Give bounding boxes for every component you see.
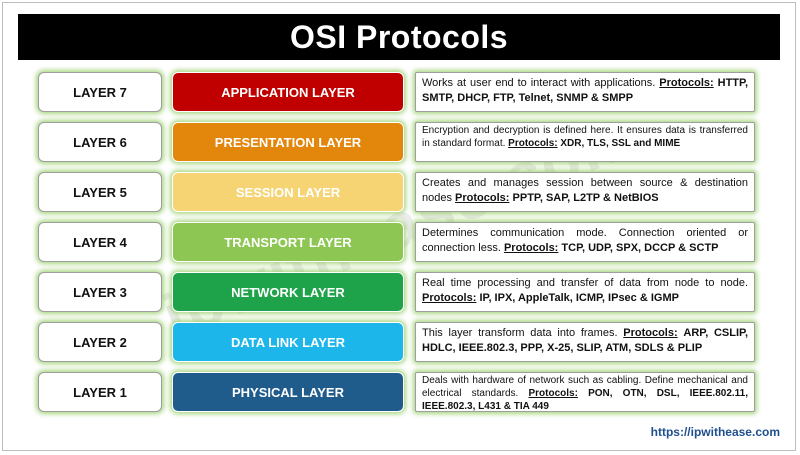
layer-description: Deals with hardware of network such as c… [415,372,755,412]
layer-description: Creates and manages session between sour… [415,172,755,212]
protocols-list: ARP, CSLIP, HDLC, IEEE.802.3, PPP, X-25,… [422,327,749,354]
layer-description: This layer transform data into frames. P… [415,322,755,362]
site-link[interactable]: https://ipwithease.com [650,425,780,439]
layer-name-box: NETWORK LAYER [172,272,404,312]
protocols-key: Protocols: [455,192,510,204]
protocols-key: Protocols: [623,327,678,339]
description-text: Creates and manages session between sour… [422,177,748,204]
layer-number-label: LAYER 6 [38,122,162,162]
protocols-key: Protocols: [503,242,559,254]
layer-number-label: LAYER 1 [38,372,162,412]
protocols-list: XDR, TLS, SSL and MIME [560,138,681,149]
layer-number-label: LAYER 5 [38,172,162,212]
protocols-list: IP, IPX, AppleTalk, ICMP, IPsec & IGMP [479,292,679,304]
layer-name-box: PRESENTATION LAYER [172,122,404,162]
diagram-frame [2,2,796,451]
diagram-title: OSI Protocols [18,14,780,60]
layer-number-label: LAYER 2 [38,322,162,362]
layer-number-label: LAYER 7 [38,72,162,112]
layer-name-box: PHYSICAL LAYER [172,372,404,412]
layer-description: Works at user end to interact with appli… [415,72,755,112]
description-text: This layer transform data into frames. [422,327,618,339]
protocols-list: HTTP, SMTP, DHCP, FTP, Telnet, SNMP & SM… [422,77,748,104]
description-text: Encryption and decryption is defined her… [422,125,748,149]
layer-name-box: SESSION LAYER [172,172,404,212]
layer-description: Real time processing and transfer of dat… [415,272,755,312]
protocols-list: PPTP, SAP, L2TP & NetBIOS [512,192,659,204]
description-text: Real time processing and transfer of dat… [422,277,748,289]
protocols-key: Protocols: [659,77,714,89]
layer-name-box: TRANSPORT LAYER [172,222,404,262]
layer-number-label: LAYER 4 [38,222,162,262]
protocols-key: Protocols: [422,292,477,304]
protocols-list: PON, OTN, DSL, IEEE.802.11, IEEE.802.3, … [422,388,749,412]
protocols-key: Protocols: [508,138,558,149]
protocols-key: Protocols: [528,388,578,399]
layer-name-box: APPLICATION LAYER [172,72,404,112]
description-text: Determines communication mode. Connectio… [422,227,748,254]
layer-name-box: DATA LINK LAYER [172,322,404,362]
layer-description: Determines communication mode. Connectio… [415,222,755,262]
protocols-list: TCP, UDP, SPX, DCCP & SCTP [561,242,719,254]
layer-number-label: LAYER 3 [38,272,162,312]
layer-description: Encryption and decryption is defined her… [415,122,755,162]
description-text: Deals with hardware of network such as c… [422,375,748,399]
description-text: Works at user end to interact with appli… [422,77,656,89]
